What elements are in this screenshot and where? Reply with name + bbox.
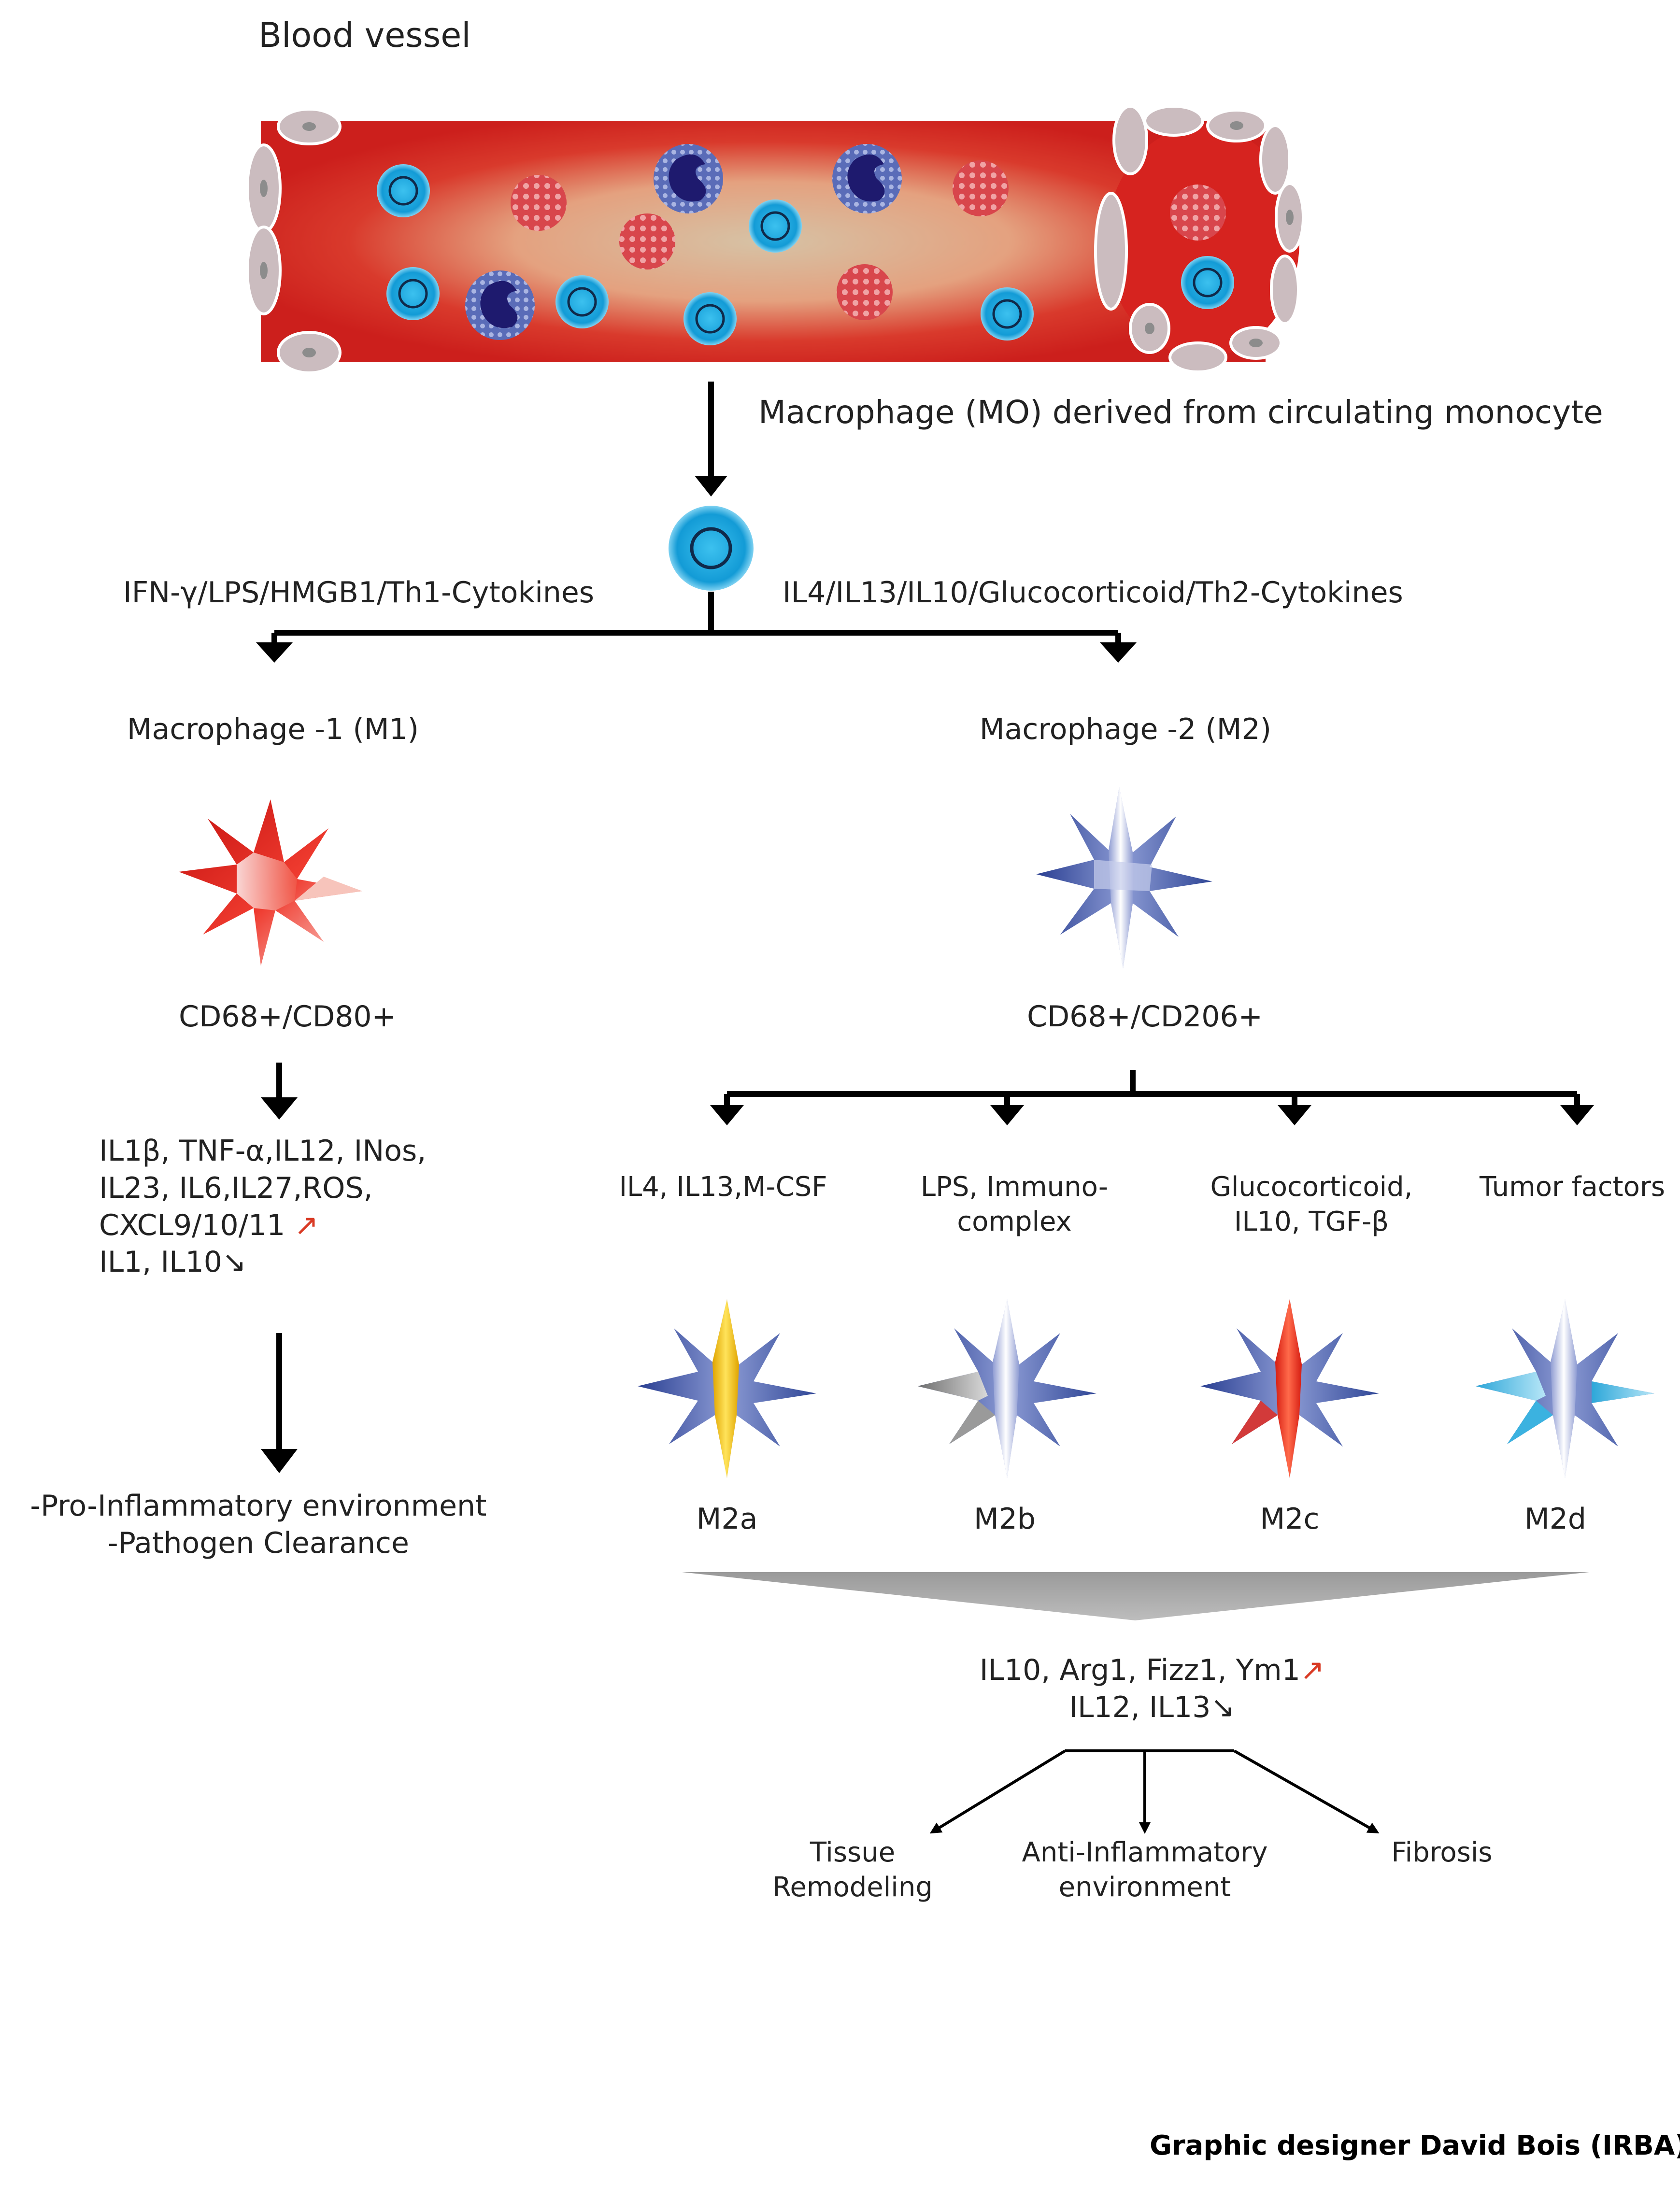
m2-cytokine-list: IL10, Arg1, Fizz1, Ym1↗ IL12, IL13↘ bbox=[980, 1652, 1324, 1726]
macrophage-star-icon bbox=[1200, 1299, 1379, 1478]
flow-arrows bbox=[256, 382, 1594, 1473]
vessel-cross-section bbox=[1106, 126, 1299, 357]
m2a-stimuli: IL4, IL13,M-CSF bbox=[619, 1171, 827, 1203]
m1-outcome: -Pro-Inflammatory environment bbox=[30, 1489, 487, 1523]
macrophage-star-icon bbox=[1036, 787, 1212, 968]
macrophage-star-icon bbox=[918, 1299, 1096, 1478]
monocyte-icon bbox=[669, 506, 754, 591]
macrophage-star-icon bbox=[179, 799, 362, 966]
m1-markers: CD68+/CD80+ bbox=[179, 1000, 396, 1034]
m2d-name: M2d bbox=[1524, 1502, 1587, 1536]
arrow-down-icon: ↘ bbox=[222, 1245, 247, 1279]
m2b-name: M2b bbox=[973, 1502, 1036, 1536]
m1-cytokine-line: IL1, IL10↘ bbox=[99, 1245, 247, 1279]
outcome-arrows bbox=[929, 1749, 1380, 1834]
macrophage-star-icon bbox=[638, 1299, 816, 1478]
vessel-title: Blood vessel bbox=[258, 15, 471, 55]
m2-markers: CD68+/CD206+ bbox=[1027, 1000, 1263, 1034]
m1-cytokine-line: CXCL9/10/11 ↗ bbox=[99, 1208, 319, 1242]
red-blood-cell-icon bbox=[511, 160, 1226, 320]
m2-cytokine-line: IL10, Arg1, Fizz1, Ym1↗ bbox=[979, 1653, 1325, 1687]
m2a-name: M2a bbox=[696, 1502, 758, 1536]
outcome-fibrosis: Fibrosis bbox=[1391, 1837, 1493, 1868]
m1-outcome: -Pathogen Clearance bbox=[108, 1526, 409, 1560]
m1-cytokine-line: IL23, IL6,IL27,ROS, bbox=[99, 1171, 373, 1205]
outcome-anti-inflammatory: Anti-Inflammatory environment bbox=[1022, 1837, 1268, 1903]
converging-funnel bbox=[682, 1572, 1589, 1620]
m2-title: Macrophage -2 (M2) bbox=[979, 712, 1272, 746]
m2b-stimuli: LPS, Immuno- complex bbox=[920, 1171, 1109, 1237]
m2-stimuli-label: IL4/IL13/IL10/Glucocorticoid/Th2-Cytokin… bbox=[783, 576, 1403, 610]
outcome-tissue-remodeling: Tissue Remodeling bbox=[772, 1837, 933, 1903]
monocyte-derivation-label: Macrophage (MO) derived from circulating… bbox=[758, 394, 1603, 431]
blood-vessel bbox=[246, 105, 1305, 374]
macrophage-star-icon bbox=[1476, 1299, 1654, 1478]
m1-cytokine-list: IL1β, TNF-α,IL12, INos, IL23, IL6,IL27,R… bbox=[99, 1133, 426, 1281]
m1-title: Macrophage -1 (M1) bbox=[127, 712, 419, 746]
arrow-up-icon: ↗ bbox=[294, 1208, 319, 1242]
m2-cytokine-line: IL12, IL13↘ bbox=[1069, 1690, 1235, 1724]
arrow-up-icon: ↗ bbox=[1300, 1653, 1325, 1687]
m1-cytokine-line: IL1β, TNF-α,IL12, INos, bbox=[99, 1134, 427, 1168]
arrow-down-icon: ↘ bbox=[1210, 1690, 1235, 1724]
m1-outcomes: -Pro-Inflammatory environment -Pathogen … bbox=[30, 1488, 486, 1562]
m2d-stimuli: Tumor factors bbox=[1479, 1171, 1666, 1203]
m2c-name: M2c bbox=[1260, 1502, 1320, 1536]
neutrophil-icon bbox=[465, 144, 902, 340]
credit-line: Graphic designer David Bois (IRBA) bbox=[1150, 2130, 1680, 2161]
monocyte-icon bbox=[377, 164, 1234, 345]
m2c-stimuli: Glucocorticoid, IL10, TGF-β bbox=[1210, 1171, 1413, 1237]
m1-stimuli-label: IFN-γ/LPS/HMGB1/Th1-Cytokines bbox=[123, 576, 595, 610]
